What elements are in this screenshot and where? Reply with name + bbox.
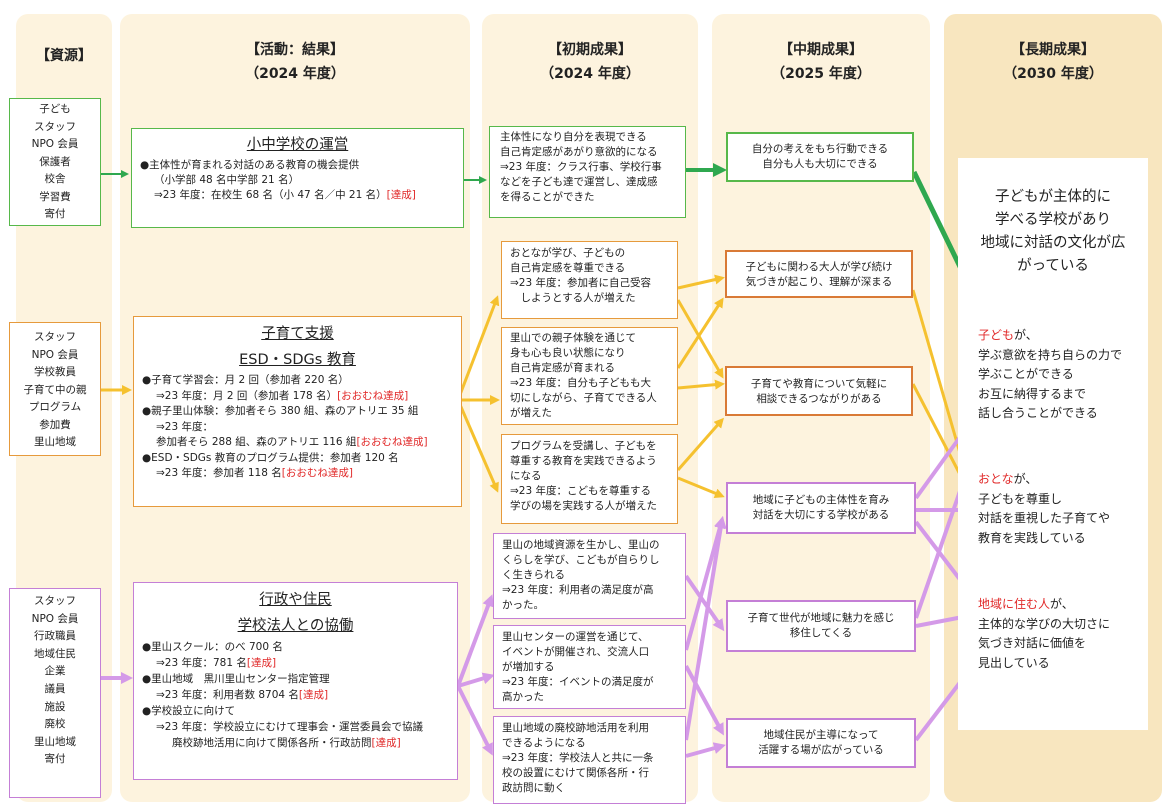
- long-outcome-adults: おとなが、 子どもを尊重し 対話を重視した子育てや 教育を実践している: [978, 470, 1144, 548]
- mid-outcome-1: 自分の考えをもち行動できる 自分も人も大切にできる: [726, 132, 914, 182]
- outcome-subject: おとな: [978, 472, 1014, 486]
- initial-outcome-1: 主体性になり自分を表現できる 自己肯定感があがり意欲的になる ⇒23 年度：クラ…: [489, 126, 686, 218]
- outcome-subject: 地域に住む人: [978, 597, 1051, 611]
- long-vision: 子どもが主体的に 学べる学校があり 地域に対話の文化が広 がっている: [980, 189, 1126, 274]
- long-outcome-card: 子どもが主体的に 学べる学校があり 地域に対話の文化が広 がっている 子どもが、…: [958, 158, 1148, 730]
- mid-outcome-4: 地域に子どもの主体性を育み 対話を大切にする学校がある: [726, 482, 916, 534]
- activity-result: 参加者そら 288 組、森のアトリエ 116 組: [156, 436, 357, 448]
- header-resources: 【資源】: [36, 48, 92, 64]
- activity-result: ⇒23 年度：: [156, 420, 213, 433]
- initial-outcome-3: 里山での親子体験を通じて 身も心も良い状態になり 自己肯定感が育まれる ⇒23 …: [501, 327, 678, 425]
- activity-result: 廃校跡地活用に向けて関係各所・行政訪問: [172, 737, 372, 749]
- mid-outcome-2: 子どもに関わる大人が学び続け 気づきが起こり、理解が深まる: [725, 250, 913, 298]
- activity-collab-subtitle: 学校法人との協働: [237, 618, 354, 634]
- activity-result: ⇒23 年度：利用者数 8704 名: [156, 689, 299, 701]
- status-tag: [おおむね達成]: [356, 436, 428, 448]
- activity-collab: 行政や住民 学校法人との協働 ●里山スクール：のべ 700 名 ⇒23 年度：7…: [133, 582, 458, 780]
- status-tag: [達成]: [298, 689, 329, 701]
- outcome-text: が、 主体的な学びの大切さに 気づき対話に価値を 見出している: [978, 597, 1111, 670]
- activity-school: 小中学校の運営 ●主体性が育まれる対話のある教育の機会提供 （小学部 48 名中…: [131, 128, 464, 228]
- initial-outcome-2: おとなが学び、子どもの 自己肯定感を尊重できる ⇒23 年度：参加者に自己受容 …: [501, 241, 678, 319]
- header-long: 【長期成果】 （2030 年度）: [1003, 42, 1103, 82]
- activity-line: ●里山地域 黒川里山センター指定管理: [142, 673, 330, 685]
- mid-outcome-5: 子育て世代が地域に魅力を感じ 移住してくる: [726, 600, 916, 652]
- long-outcome-children: 子どもが、 学ぶ意欲を持ち自らの力で 学ぶことができる お互に納得するまで 話し…: [978, 326, 1144, 424]
- resource-box-parenting: スタッフ NPO 会員 学校教員 子育て中の親 プログラム 参加費 里山地域: [9, 322, 101, 456]
- activity-line: ●学校設立に向けて: [142, 705, 236, 717]
- header-initial: 【初期成果】 （2024 年度）: [540, 42, 640, 82]
- activity-parenting-subtitle: ESD・SDGs 教育: [239, 352, 356, 368]
- outcome-subject: 子ども: [978, 328, 1015, 342]
- resource-box-collab: スタッフ NPO 会員 行政職員 地域住民 企業 議員 施設 廃校 里山地域 寄…: [9, 588, 101, 798]
- activity-result: ⇒23 年度：学校設立にむけて理事会・運営委員会で協議: [156, 721, 423, 733]
- initial-outcome-7: 里山地域の廃校跡地活用を利用 できるようになる ⇒23 年度：学校法人と共に一条…: [493, 716, 686, 804]
- activity-result: ⇒23 年度：月 2 回（参加者 178 名）: [156, 389, 338, 402]
- status-tag: [達成]: [386, 189, 416, 201]
- activity-result: ⇒23 年度：参加者 118 名: [156, 467, 282, 479]
- long-outcome-residents: 地域に住む人が、 主体的な学びの大切さに 気づき対話に価値を 見出している: [978, 595, 1144, 673]
- mid-outcome-6: 地域住民が主導になって 活躍する場が広がっている: [726, 718, 916, 768]
- status-tag: [達成]: [246, 657, 277, 669]
- initial-outcome-6: 里山センターの運営を通じて、 イベントが開催され、交流人口 が増加する ⇒23 …: [493, 625, 686, 709]
- activity-school-line: （小学部 48 名中学部 21 名）: [154, 174, 300, 186]
- status-tag: [おおむね達成]: [337, 389, 409, 402]
- initial-outcome-4: プログラムを受講し、子どもを 尊重する教育を実践できるよう になる ⇒23 年度…: [501, 434, 678, 524]
- header-activities: 【活動：結果】 （2024 年度）: [245, 42, 345, 82]
- activity-line: ●親子里山体験：参加者そら 380 組、森のアトリエ 35 組: [142, 405, 419, 417]
- header-mid: 【中期成果】 （2025 年度）: [771, 42, 871, 82]
- outcome-text: が、 子どもを尊重し 対話を重視した子育てや 教育を実践している: [978, 472, 1111, 545]
- activity-school-line: ●主体性が育まれる対話のある教育の機会提供: [140, 159, 360, 171]
- activity-parenting: 子育て支援 ESD・SDGs 教育 ●子育て学習会：月 2 回（参加者 220 …: [133, 316, 462, 507]
- activity-collab-title: 行政や住民: [259, 592, 332, 608]
- activity-parenting-title: 子育て支援: [261, 326, 334, 342]
- activity-line: ●里山スクール：のべ 700 名: [142, 641, 283, 653]
- activity-line: ●ESD・SDGs 教育のプログラム提供：参加者 120 名: [142, 451, 399, 464]
- activity-school-result: ⇒23 年度：在校生 68 名（小 47 名／中 21 名）: [154, 189, 387, 201]
- resource-box-school: 子ども スタッフ NPO 会員 保護者 校舎 学習費 寄付: [9, 98, 101, 226]
- activity-school-title: 小中学校の運営: [246, 137, 349, 153]
- initial-outcome-5: 里山の地域資源を生かし、里山の くらしを学び、こどもが自らりし く生きられる ⇒…: [493, 533, 686, 619]
- status-tag: [おおむね達成]: [281, 467, 353, 479]
- status-tag: [達成]: [371, 737, 401, 749]
- outcome-text: が、 学ぶ意欲を持ち自らの力で 学ぶことができる お互に納得するまで 話し合うこ…: [978, 328, 1123, 420]
- mid-outcome-3: 子育てや教育について気軽に 相談できるつながりがある: [725, 366, 913, 416]
- activity-line: ●子育て学習会：月 2 回（参加者 220 名）: [142, 374, 349, 386]
- activity-result: ⇒23 年度：781 名: [156, 657, 247, 669]
